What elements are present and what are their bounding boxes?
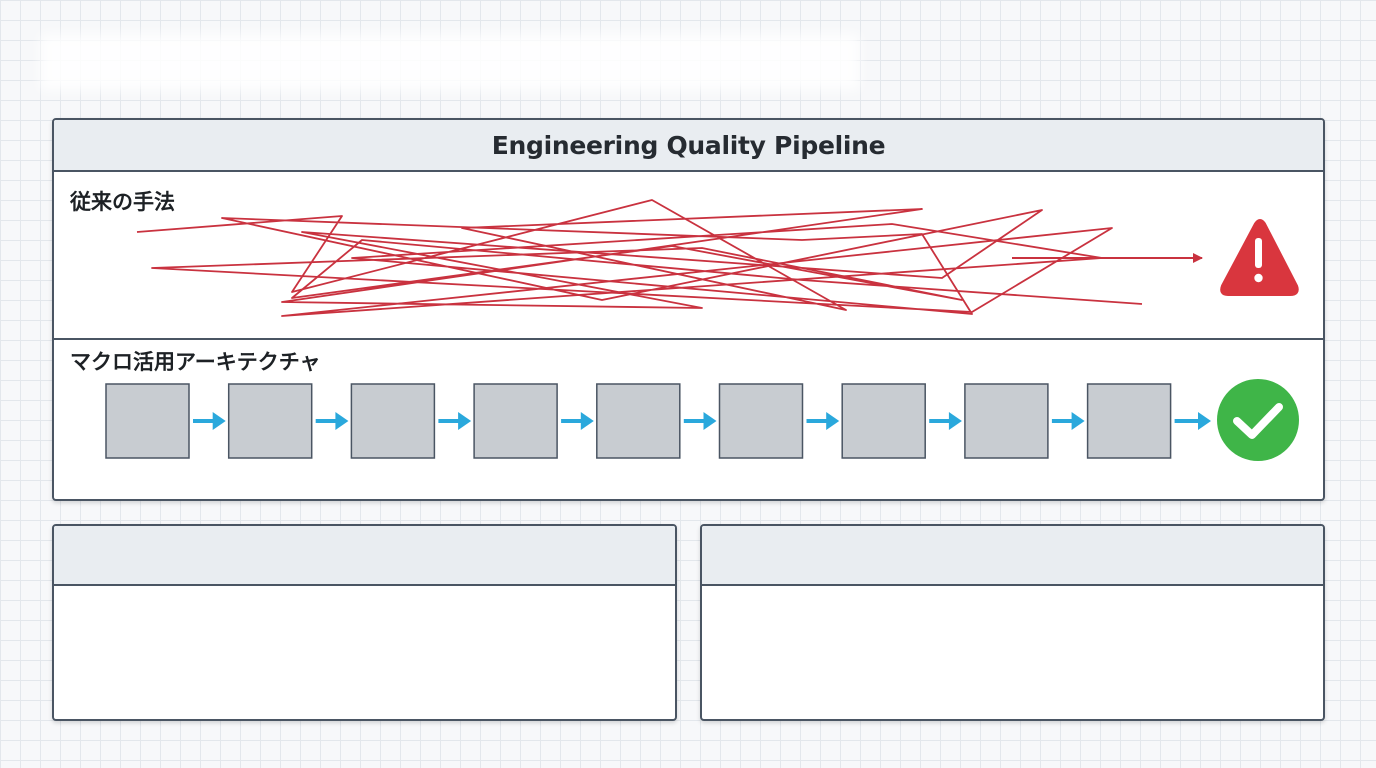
section-divider — [54, 338, 1323, 340]
tangled-process-lines — [136, 199, 1203, 317]
pipeline-step-arrow — [315, 412, 349, 430]
pipeline-panel-header: Engineering Quality Pipeline — [54, 120, 1323, 172]
pipeline-step-arrow — [1051, 412, 1085, 430]
macro-architecture-label: マクロ活用アーキテクチャ — [70, 350, 321, 374]
pipeline-step-arrow — [561, 412, 594, 430]
pipeline-step-arrow — [806, 412, 840, 430]
traditional-method-label: 従来の手法 — [70, 190, 175, 214]
bottom-right-panel — [700, 524, 1325, 721]
pipeline-step-arrow — [438, 412, 472, 430]
pipeline-step-box — [596, 383, 681, 459]
bottom-left-panel-header — [54, 526, 675, 586]
warning-triangle-icon — [1220, 219, 1299, 296]
macro-pipeline-steps — [105, 383, 1211, 459]
check-circle-icon — [1217, 379, 1299, 461]
pipeline-step-box — [105, 383, 190, 459]
pipeline-step-box — [964, 383, 1049, 459]
pipeline-diagram — [105, 199, 1299, 461]
bottom-right-panel-header — [702, 526, 1323, 586]
pipeline-panel: Engineering Quality Pipeline 従来の手法 マクロ活用… — [52, 118, 1325, 501]
pipeline-step-arrow — [1174, 412, 1211, 430]
pipeline-step-box — [1086, 383, 1172, 459]
pipeline-step-box — [718, 383, 804, 459]
pipeline-title: Engineering Quality Pipeline — [491, 130, 886, 160]
pipeline-step-box — [841, 383, 926, 459]
pipeline-step-box — [227, 383, 313, 459]
bottom-left-panel — [52, 524, 677, 721]
pipeline-step-arrow — [929, 412, 962, 430]
pipeline-step-arrow — [683, 412, 717, 430]
pipeline-step-box — [473, 383, 558, 459]
blurred-top-area — [40, 34, 860, 90]
pipeline-step-arrow — [193, 412, 226, 430]
pipeline-step-box — [350, 383, 436, 459]
